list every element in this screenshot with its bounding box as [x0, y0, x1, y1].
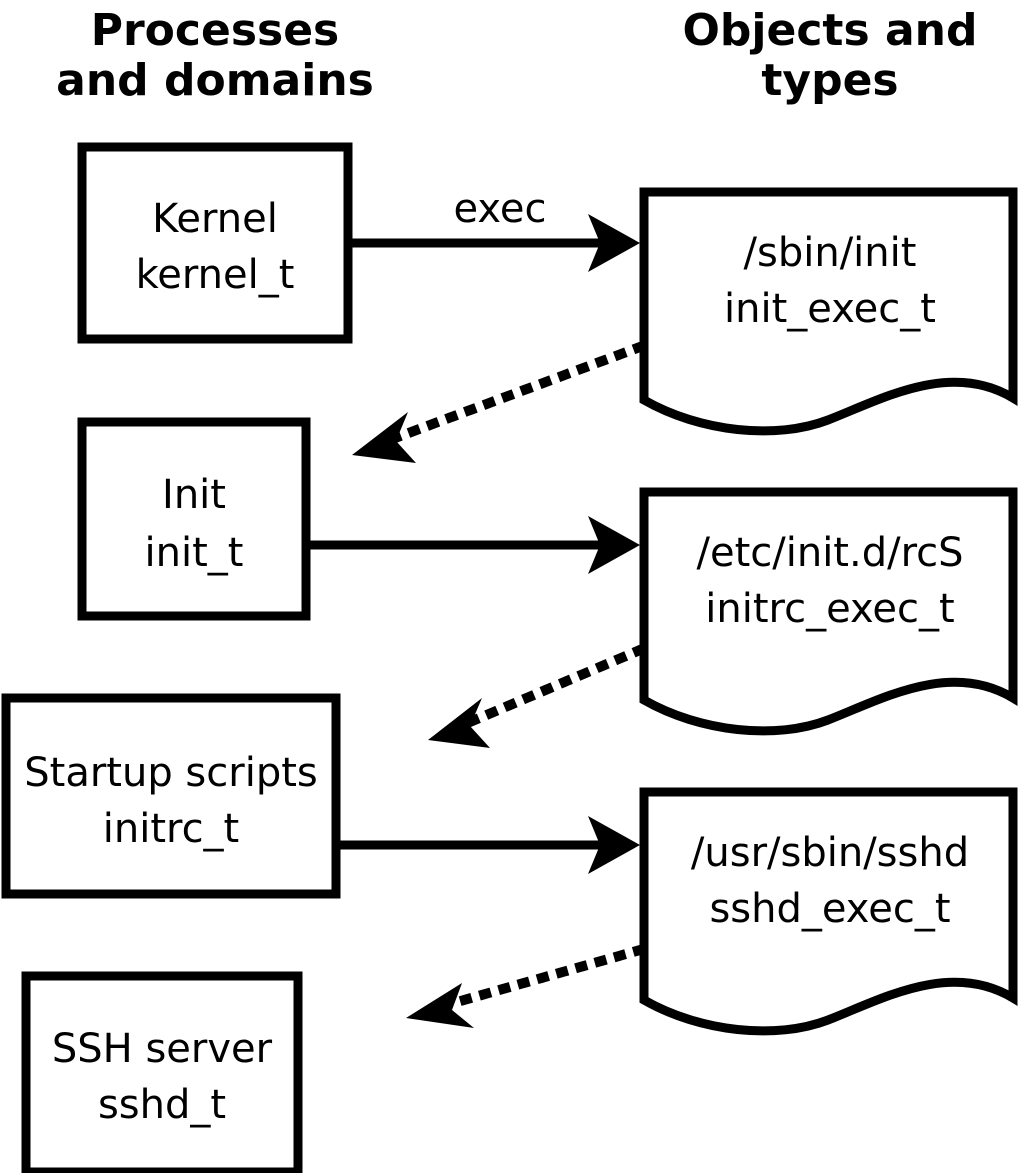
edge-line-sshd_exec-sshd	[443, 943, 647, 1011]
node-init_exec-line2: init_exec_t	[724, 286, 936, 332]
column-header-processes-line1: Processes	[91, 5, 340, 56]
node-initrc_exec-line2: initrc_exec_t	[705, 586, 954, 632]
node-kernel-box[interactable]	[77, 142, 353, 344]
arrowhead-kernel-init_exec	[588, 214, 640, 272]
node-initrc-line2: initrc_t	[103, 806, 240, 852]
arrowhead-init_exec-init	[352, 412, 416, 463]
node-init-line1: Init	[162, 472, 226, 518]
node-sshd[interactable]: SSH server sshd_t	[21, 971, 303, 1173]
edge-initrc_exec-transition-initrc	[428, 643, 647, 748]
node-init[interactable]: Init init_t	[77, 417, 311, 621]
node-initrc-box[interactable]	[1, 693, 341, 899]
node-initrc_exec-line1: /etc/init.d/rcS	[696, 530, 963, 576]
node-initrc_exec[interactable]: /etc/init.d/rcS initrc_exec_t	[639, 487, 1018, 736]
node-sshd_exec-line2: sshd_exec_t	[709, 886, 950, 932]
node-sshd_exec[interactable]: /usr/sbin/sshd sshd_exec_t	[639, 787, 1018, 1036]
node-initrc-line1: Startup scripts	[24, 750, 317, 796]
edge-line-init_exec-init	[388, 340, 647, 445]
node-sshd_exec-document[interactable]	[639, 787, 1018, 1036]
edge-init_exec-transition-init	[352, 340, 647, 463]
arrowhead-initrc-sshd_exec	[588, 816, 640, 874]
node-init-box[interactable]	[77, 417, 311, 621]
node-init_exec-document[interactable]	[639, 187, 1018, 436]
node-sshd-line1: SSH server	[52, 1026, 273, 1072]
node-initrc[interactable]: Startup scripts initrc_t	[1, 693, 341, 899]
node-kernel[interactable]: Kernel kernel_t	[77, 142, 353, 344]
node-kernel-line1: Kernel	[152, 196, 278, 242]
node-sshd-line2: sshd_t	[98, 1082, 226, 1128]
edge-kernel-exec-init_exec: exec	[352, 186, 640, 272]
column-header-processes-line2: and domains	[56, 55, 374, 106]
column-header-objects-line1: Objects and	[683, 5, 978, 56]
arrowhead-sshd_exec-sshd	[406, 983, 474, 1028]
node-init_exec-line1: /sbin/init	[744, 230, 917, 276]
column-header-processes: Processes and domains	[56, 5, 374, 106]
arrowhead-init-initrc_exec	[588, 516, 640, 574]
node-sshd_exec-line1: /usr/sbin/sshd	[691, 830, 969, 876]
edge-init-exec-initrc_exec	[310, 516, 640, 574]
node-init_exec[interactable]: /sbin/init init_exec_t	[639, 187, 1018, 436]
edge-sshd_exec-transition-sshd	[406, 943, 647, 1028]
node-sshd-box[interactable]	[21, 971, 303, 1173]
node-initrc_exec-document[interactable]	[639, 487, 1018, 736]
edge-line-initrc_exec-initrc	[463, 643, 647, 729]
column-header-objects: Objects and types	[683, 5, 978, 106]
node-init-line2: init_t	[145, 530, 244, 576]
arrowhead-initrc_exec-initrc	[428, 698, 490, 748]
column-header-objects-line2: types	[761, 55, 898, 106]
edge-label-exec: exec	[454, 186, 547, 232]
node-kernel-line2: kernel_t	[136, 252, 295, 298]
edge-initrc-exec-sshd_exec	[340, 816, 640, 874]
